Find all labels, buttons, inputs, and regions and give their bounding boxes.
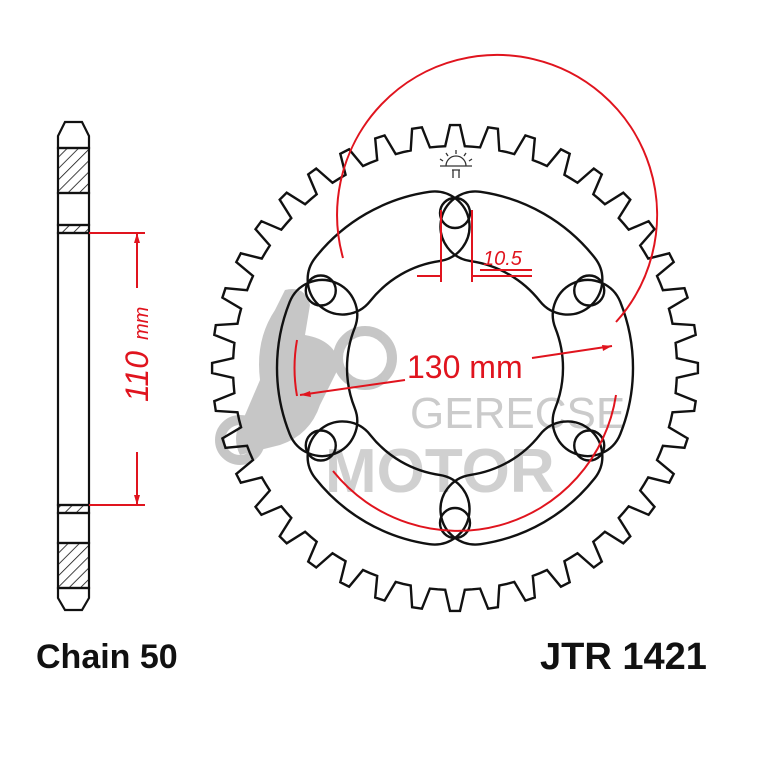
sun-logo-icon <box>439 150 473 178</box>
bore-dimension <box>89 232 145 506</box>
bolt-hole <box>438 506 472 540</box>
lightening-slot <box>439 420 604 546</box>
watermark-line2: MOTOR <box>325 437 555 506</box>
chain-label: Chain 50 <box>36 638 178 676</box>
wheel-icon <box>333 326 397 390</box>
bore-value: 110 <box>119 351 155 402</box>
bolt-circle-label: 130 mm <box>407 349 523 385</box>
watermark: GERECSE MOTOR <box>215 289 625 506</box>
bore-dimension-label: 110 mm <box>119 307 155 402</box>
bolt-hole <box>304 429 337 462</box>
bolt-hole <box>438 196 472 230</box>
lightening-slot <box>275 278 359 458</box>
lightening-slot <box>306 420 471 546</box>
side-view <box>56 120 91 612</box>
bolt-hole <box>304 274 337 307</box>
bolt-circle-dimension <box>293 53 659 532</box>
hole-diameter-label: 10.5 <box>483 248 523 270</box>
bolt-hole <box>573 429 606 462</box>
bore-unit: mm <box>131 307 153 340</box>
bolt-hole <box>573 274 606 307</box>
sprocket-teeth <box>210 123 700 613</box>
motorcycle-rider-icon <box>236 289 340 455</box>
part-number-label: JTR 1421 <box>540 636 707 678</box>
lightening-slot <box>551 278 635 458</box>
